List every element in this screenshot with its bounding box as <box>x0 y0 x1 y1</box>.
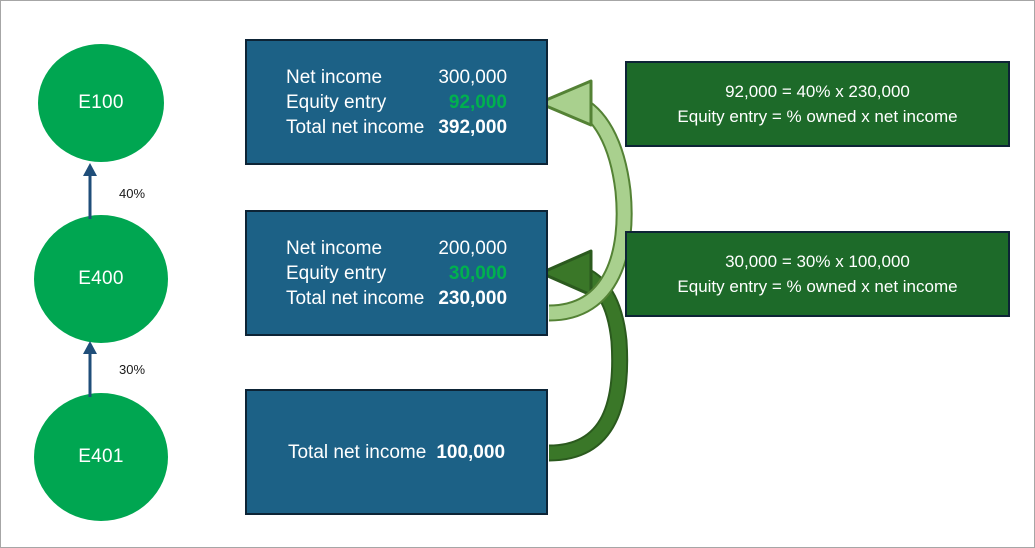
entity-label: E400 <box>78 268 124 289</box>
income-box-e100[interactable]: Net income 300,000 Equity entry 92,000 T… <box>245 39 548 165</box>
entity-circle-e401[interactable]: E401 <box>34 393 168 521</box>
income-row-label: Total net income <box>285 287 425 309</box>
income-row-value-total: 392,000 <box>438 116 508 138</box>
entity-label: E401 <box>78 446 124 467</box>
flow-arrow-e400-to-e100 <box>537 79 633 322</box>
income-row: Total net income 230,000 <box>286 286 507 311</box>
income-row: Equity entry 92,000 <box>286 90 507 115</box>
formula-calculation: 30,000 = 30% x 100,000 <box>725 252 910 271</box>
income-row: Net income 300,000 <box>286 65 507 90</box>
income-box-e400[interactable]: Net income 200,000 Equity entry 30,000 T… <box>245 210 548 336</box>
income-row: Total net income 392,000 <box>286 115 507 140</box>
income-box-e401[interactable]: Total net income 100,000 <box>245 389 548 515</box>
income-row-value-total: 230,000 <box>438 287 508 309</box>
flow-arrow-e401-to-e400 <box>539 249 629 462</box>
income-row-label: Net income <box>285 237 383 259</box>
income-row: Total net income 100,000 <box>288 440 505 465</box>
income-row: Net income 200,000 <box>286 236 507 261</box>
income-row-value-total: 100,000 <box>436 441 506 463</box>
ownership-arrow-e401-to-e400 <box>83 341 97 397</box>
income-row-value-equity: 30,000 <box>448 262 508 284</box>
income-rows: Net income 200,000 Equity entry 30,000 T… <box>286 236 507 311</box>
formula-rule: Equity entry = % owned x net income <box>677 107 958 126</box>
income-row-label: Net income <box>285 66 383 88</box>
entity-circle-e100[interactable]: E100 <box>38 44 164 162</box>
income-row: Equity entry 30,000 <box>286 261 507 286</box>
entity-label: E100 <box>78 92 124 113</box>
income-rows: Total net income 100,000 <box>288 440 505 465</box>
income-row-value: 200,000 <box>438 237 508 259</box>
income-row-value-equity: 92,000 <box>448 91 508 113</box>
income-row-label: Total net income <box>287 441 427 463</box>
entity-circle-e400[interactable]: E400 <box>34 215 168 343</box>
income-row-label: Total net income <box>285 116 425 138</box>
formula-box-e100[interactable]: 92,000 = 40% x 230,000 Equity entry = % … <box>625 61 1010 147</box>
income-row-value: 300,000 <box>438 66 508 88</box>
income-row-label: Equity entry <box>285 91 387 113</box>
income-rows: Net income 300,000 Equity entry 92,000 T… <box>286 65 507 140</box>
ownership-percent-label-30: 30% <box>119 362 146 377</box>
formula-box-e400[interactable]: 30,000 = 30% x 100,000 Equity entry = % … <box>625 231 1010 317</box>
ownership-arrow-e400-to-e100 <box>83 163 97 219</box>
formula-calculation: 92,000 = 40% x 230,000 <box>725 82 910 101</box>
income-row-label: Equity entry <box>285 262 387 284</box>
formula-rule: Equity entry = % owned x net income <box>677 277 958 296</box>
ownership-percent-label-40: 40% <box>119 186 146 201</box>
